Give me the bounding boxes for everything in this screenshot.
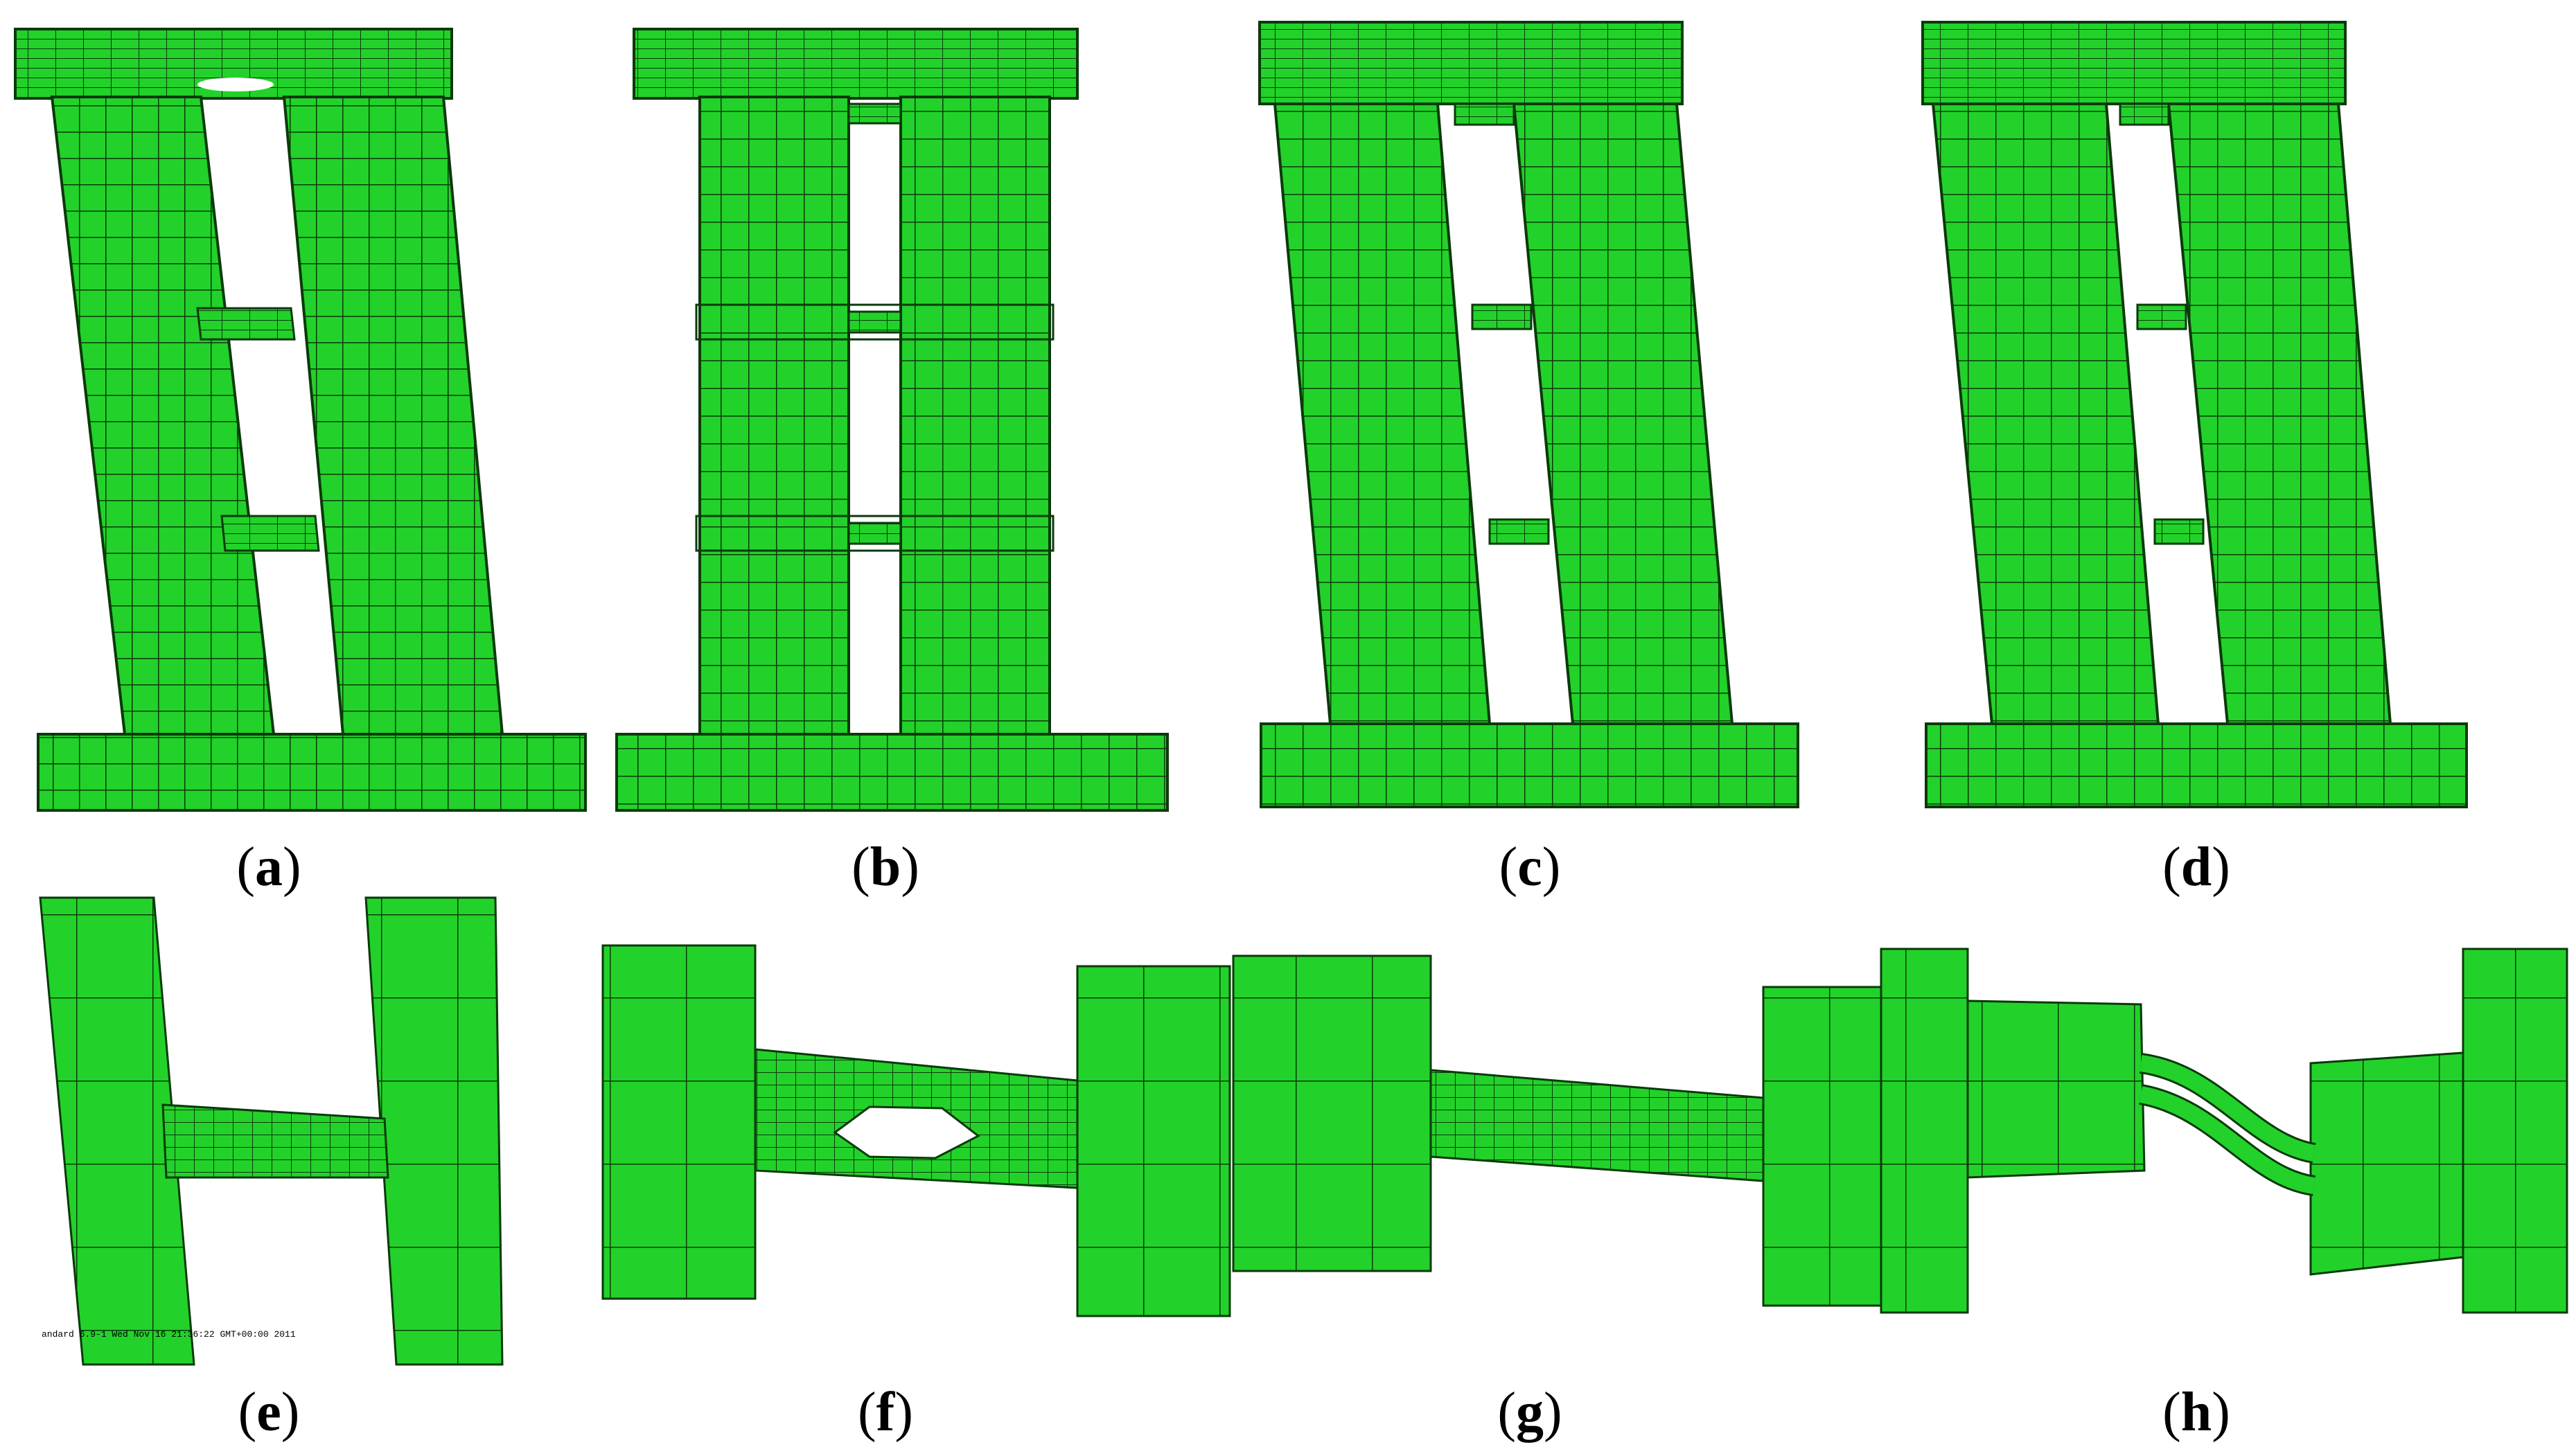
caption-d: (d) xyxy=(2162,837,2230,898)
panel-d-model xyxy=(1921,21,2468,808)
caption-f: (f) xyxy=(858,1382,913,1443)
caption-c: (c) xyxy=(1499,837,1561,898)
panel-f-model xyxy=(601,944,1231,1317)
panel-a-model xyxy=(14,28,587,812)
panel-e-model: andard 6.9-1 Wed Nov 16 21:36:22 GMT+00:… xyxy=(39,896,504,1366)
panel-b-model xyxy=(615,28,1169,812)
panel-g-model xyxy=(1232,954,1886,1307)
caption-a: (a) xyxy=(236,837,301,898)
timestamp-text: andard 6.9-1 Wed Nov 16 21:36:22 GMT+00:… xyxy=(42,1329,296,1340)
caption-e: (e) xyxy=(238,1382,300,1443)
panel-c-model xyxy=(1258,21,1799,808)
caption-b: (b) xyxy=(852,837,919,898)
caption-h: (h) xyxy=(2162,1382,2230,1443)
panel-h-model xyxy=(1880,948,2568,1314)
caption-g: (g) xyxy=(1497,1382,1562,1443)
